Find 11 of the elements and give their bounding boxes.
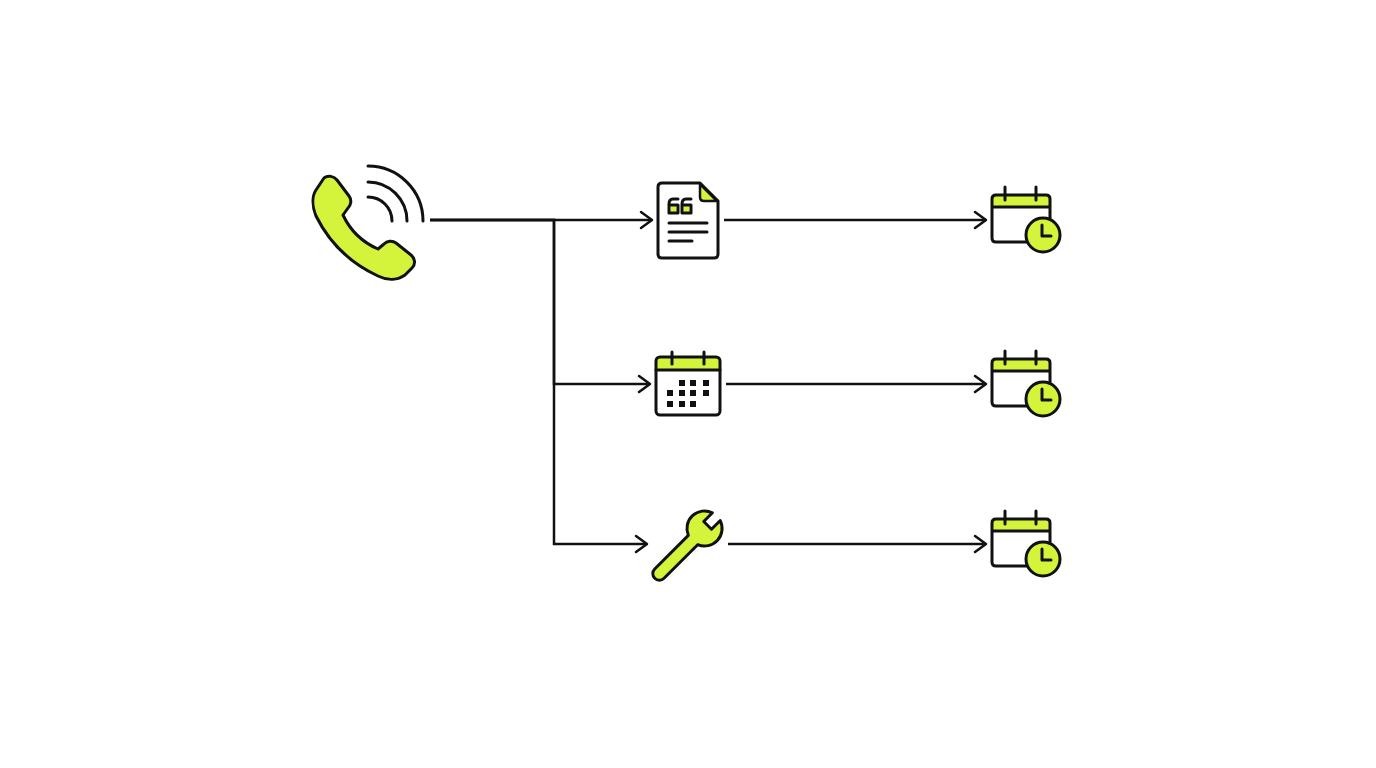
calendar-icon	[654, 350, 722, 417]
calendar-clock-icon	[990, 509, 1062, 578]
document-icon	[656, 181, 720, 260]
calendar-clock-icon	[990, 349, 1062, 418]
phone-icon	[310, 163, 426, 282]
arrow	[728, 534, 988, 554]
calendar-clock-icon	[990, 185, 1062, 254]
wrench-icon	[651, 509, 724, 582]
arrow	[724, 210, 988, 230]
arrow	[430, 218, 649, 554]
arrow	[726, 374, 988, 394]
